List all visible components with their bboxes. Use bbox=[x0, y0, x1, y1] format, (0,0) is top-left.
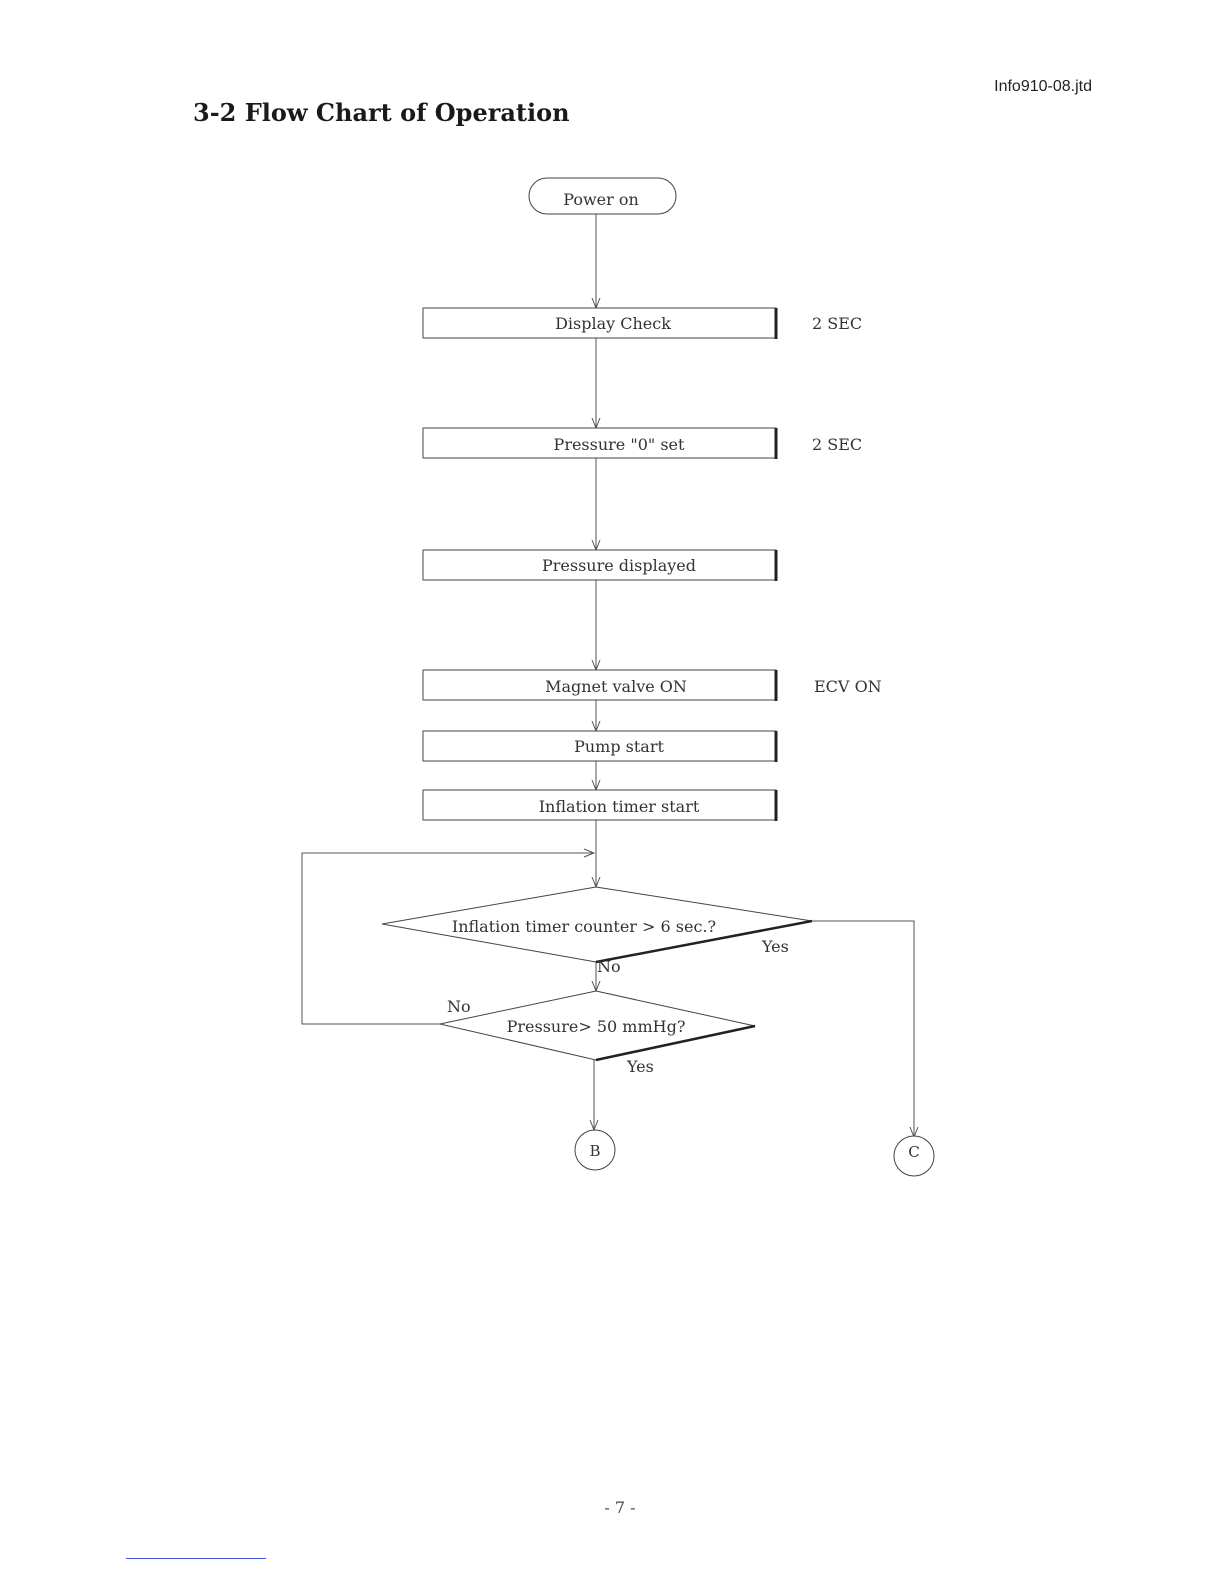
step-magnet-valve-on: Magnet valve ON bbox=[423, 670, 776, 701]
decision-pressure-no-label: No bbox=[447, 997, 471, 1016]
footer-rule bbox=[126, 1558, 266, 1559]
connector-b-label: B bbox=[589, 1142, 600, 1160]
decision-pressure: Pressure> 50 mmHg? bbox=[440, 991, 755, 1060]
step-magnet-valve-on-note: ECV ON bbox=[814, 677, 882, 696]
step-inflation-timer-start-label: Inflation timer start bbox=[539, 797, 700, 816]
decision-pressure-yes-label: Yes bbox=[626, 1057, 654, 1076]
step-inflation-timer-start: Inflation timer start bbox=[423, 790, 776, 821]
step-magnet-valve-on-label: Magnet valve ON bbox=[545, 677, 687, 696]
step-display-check: Display Check bbox=[423, 308, 776, 339]
flow-decision-1-yes-path bbox=[812, 921, 914, 1137]
decision-inflation-timer-yes-label: Yes bbox=[761, 937, 789, 956]
step-pump-start: Pump start bbox=[423, 731, 776, 762]
decision-inflation-timer-no-label: No bbox=[597, 957, 621, 976]
step-pressure-zero-set-label: Pressure "0" set bbox=[554, 435, 685, 454]
connector-c: C bbox=[894, 1136, 934, 1176]
connector-b: B bbox=[575, 1130, 615, 1170]
step-pressure-zero-set-note: 2 SEC bbox=[812, 435, 862, 454]
decision-inflation-timer: Inflation timer counter > 6 sec.? bbox=[382, 887, 812, 962]
decision-inflation-timer-question: Inflation timer counter > 6 sec.? bbox=[452, 917, 716, 936]
step-pressure-zero-set: Pressure "0" set bbox=[423, 428, 776, 459]
step-pump-start-label: Pump start bbox=[574, 737, 664, 756]
step-display-check-label: Display Check bbox=[555, 314, 671, 333]
connector-c-label: C bbox=[908, 1143, 919, 1161]
step-pressure-displayed: Pressure displayed bbox=[423, 550, 776, 581]
start-terminator-label: Power on bbox=[563, 190, 639, 209]
decision-pressure-question: Pressure> 50 mmHg? bbox=[507, 1017, 686, 1036]
page-number: - 7 - bbox=[570, 1498, 670, 1517]
step-pressure-displayed-label: Pressure displayed bbox=[542, 556, 696, 575]
step-display-check-note: 2 SEC bbox=[812, 314, 862, 333]
